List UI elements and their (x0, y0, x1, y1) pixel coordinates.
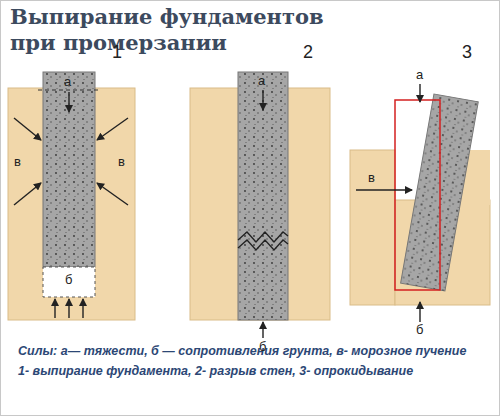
force-letter: а (64, 74, 71, 89)
figure-number: 3 (462, 42, 472, 63)
force-letter: в (14, 154, 21, 169)
figure-number: 2 (303, 42, 313, 63)
force-letter: в (368, 170, 375, 185)
caption-line: 1- выпирание фундамента, 2- разрыв стен,… (18, 364, 413, 378)
force-letter: б (259, 339, 266, 354)
force-letter: а (416, 67, 423, 82)
force-letter: б (65, 272, 72, 287)
title: Выпирание фундаментов при промерзании (10, 4, 370, 56)
force-letter: б (416, 322, 423, 337)
force-letter: а (258, 73, 265, 88)
caption: Силы: а— тяжести, б — сопротивления грун… (18, 344, 466, 358)
figure-number: 1 (112, 42, 122, 63)
force-letter: в (118, 154, 125, 169)
